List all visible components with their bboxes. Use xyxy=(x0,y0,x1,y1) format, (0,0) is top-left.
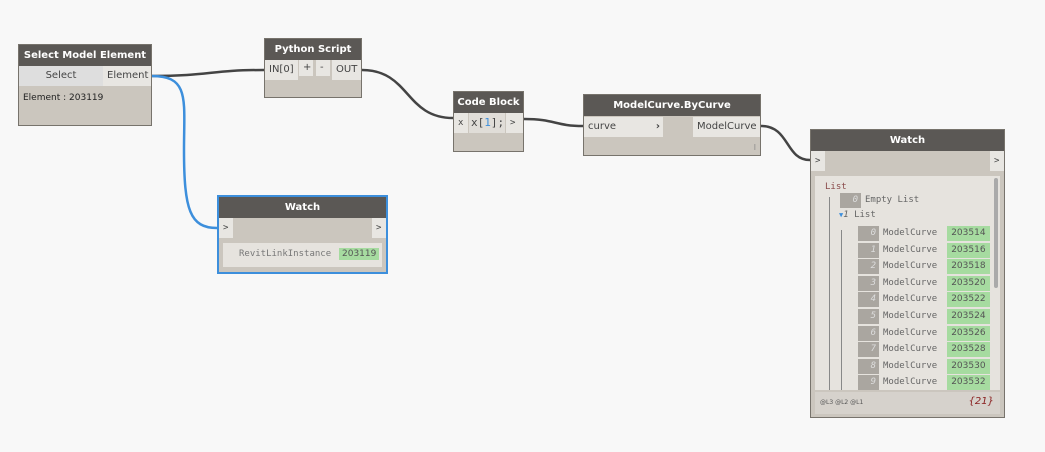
item-type: ModelCurve xyxy=(883,294,938,305)
item-type: ModelCurve xyxy=(883,311,938,321)
item-type: ModelCurve xyxy=(883,277,938,288)
watch-node-small[interactable]: Watch > > RevitLinkInstance 203119 xyxy=(217,195,388,274)
item-value: 203518 xyxy=(947,259,990,275)
list-item-empty: 0 Empty List xyxy=(840,193,919,208)
watch-content: RevitLinkInstance 203119 xyxy=(223,243,382,267)
remove-input-button[interactable]: - xyxy=(316,60,330,76)
modelcurve-bycurve-node[interactable]: ModelCurve.ByCurve curve › ModelCurve l xyxy=(583,94,761,156)
tree-line xyxy=(829,197,830,390)
code-suffix: ]; xyxy=(490,116,505,129)
watch-footer: @L3 @L2 @L1 {21} xyxy=(815,392,1000,414)
scrollbar[interactable] xyxy=(994,178,998,288)
tree-line xyxy=(841,230,842,390)
item-type: ModelCurve xyxy=(883,360,938,371)
item-type: ModelCurve xyxy=(883,344,938,355)
list-index: 9 xyxy=(858,375,879,390)
select-model-element-node[interactable]: Select Model Element Select Element Elem… xyxy=(18,44,152,126)
code-output-port[interactable]: > xyxy=(506,113,523,133)
node-title: Code Block xyxy=(454,92,523,113)
node-title: Watch xyxy=(811,130,1004,151)
item-value: 203524 xyxy=(947,309,990,324)
item-type: ModelCurve xyxy=(883,244,938,255)
item-type: ModelCurve xyxy=(883,377,938,388)
select-button[interactable]: Select xyxy=(19,66,103,86)
wire-modelcurve-to-watch[interactable] xyxy=(760,124,811,162)
list-item: 1 ModelCurve 203516 xyxy=(858,242,990,258)
node-title: Python Script xyxy=(265,39,361,60)
list-item-label: Empty List xyxy=(865,195,920,205)
modelcurve-output-port[interactable]: ModelCurve xyxy=(693,117,760,137)
list-item: 5 ModelCurve 203524 xyxy=(858,309,990,324)
in0-input-port[interactable]: IN[0] xyxy=(265,60,298,80)
code-index: 1 xyxy=(484,116,491,129)
watch-input-port[interactable]: > xyxy=(811,151,825,171)
item-value: 203532 xyxy=(947,375,990,390)
list-item: 0 ModelCurve 203514 xyxy=(858,226,990,241)
chevron-right-icon: › xyxy=(655,121,660,132)
python-script-node[interactable]: Python Script IN[0] + - OUT xyxy=(264,38,362,98)
wire-codeblock-to-modelcurve[interactable] xyxy=(523,117,584,128)
code-editor[interactable]: x[1]; xyxy=(469,113,505,133)
list-index: 1 xyxy=(858,242,879,258)
list-root-label: List xyxy=(825,182,847,192)
list-item: 4 ModelCurve 203522 xyxy=(858,292,990,308)
item-count: {21} xyxy=(968,396,994,407)
node-title: ModelCurve.ByCurve xyxy=(584,95,760,116)
item-type: ModelCurve xyxy=(883,327,938,338)
list-item: 8 ModelCurve 203530 xyxy=(858,358,990,374)
wire-python-to-codeblock[interactable] xyxy=(361,68,454,120)
watch-input-port[interactable]: > xyxy=(219,218,233,238)
watch-value: 203119 xyxy=(339,248,380,260)
curve-label: curve xyxy=(588,121,617,132)
add-input-button[interactable]: + xyxy=(299,60,313,76)
list-index: 4 xyxy=(858,292,879,308)
list-item-label: List xyxy=(854,210,876,220)
list-item: 9 ModelCurve 203532 xyxy=(858,375,990,390)
item-value: 203516 xyxy=(947,242,990,258)
wire-element-to-python[interactable] xyxy=(151,68,265,78)
list-item-sublist[interactable]: ▼1 List xyxy=(839,208,876,223)
item-type: ModelCurve xyxy=(883,228,938,238)
item-type: ModelCurve xyxy=(883,261,938,272)
list-index: 0 xyxy=(840,193,861,208)
item-value: 203526 xyxy=(947,325,990,341)
element-value: Element : 203119 xyxy=(23,93,104,103)
list-item: 3 ModelCurve 203520 xyxy=(858,275,990,291)
item-value: 203514 xyxy=(947,226,990,241)
watch-output-port[interactable]: > xyxy=(990,151,1004,171)
list-item: 7 ModelCurve 203528 xyxy=(858,342,990,358)
list-index: 6 xyxy=(858,325,879,341)
list-index: 8 xyxy=(858,358,879,374)
code-block-node[interactable]: Code Block x x[1]; > xyxy=(453,91,524,152)
list-index: 0 xyxy=(858,226,879,241)
list-item: 6 ModelCurve 203526 xyxy=(858,325,990,341)
item-value: 203522 xyxy=(947,292,990,308)
x-input-port[interactable]: x xyxy=(454,113,468,133)
watch-output-port[interactable]: > xyxy=(372,218,386,238)
list-item: 2 ModelCurve 203518 xyxy=(858,259,990,275)
lacing-indicator[interactable]: l xyxy=(753,143,756,152)
watch-type-label: RevitLinkInstance xyxy=(239,249,332,259)
wire-element-to-watch[interactable] xyxy=(151,74,218,230)
list-index: 7 xyxy=(858,342,879,358)
list-levels[interactable]: @L3 @L2 @L1 xyxy=(820,399,864,406)
list-index: 5 xyxy=(858,309,879,324)
list-index: 3 xyxy=(858,275,879,291)
list-index: 1 xyxy=(843,210,849,220)
item-value: 203520 xyxy=(947,275,990,291)
node-title: Watch xyxy=(219,197,386,218)
item-value: 203528 xyxy=(947,342,990,358)
list-index: 2 xyxy=(858,259,879,275)
code-prefix: x[ xyxy=(471,116,485,129)
node-title: Select Model Element xyxy=(19,45,151,66)
out-output-port[interactable]: OUT xyxy=(332,60,361,80)
curve-input-port[interactable]: curve › xyxy=(584,117,663,137)
element-output-port[interactable]: Element xyxy=(103,66,151,86)
item-value: 203530 xyxy=(947,358,990,374)
collapse-triangle-icon[interactable]: ▼ xyxy=(839,211,844,219)
